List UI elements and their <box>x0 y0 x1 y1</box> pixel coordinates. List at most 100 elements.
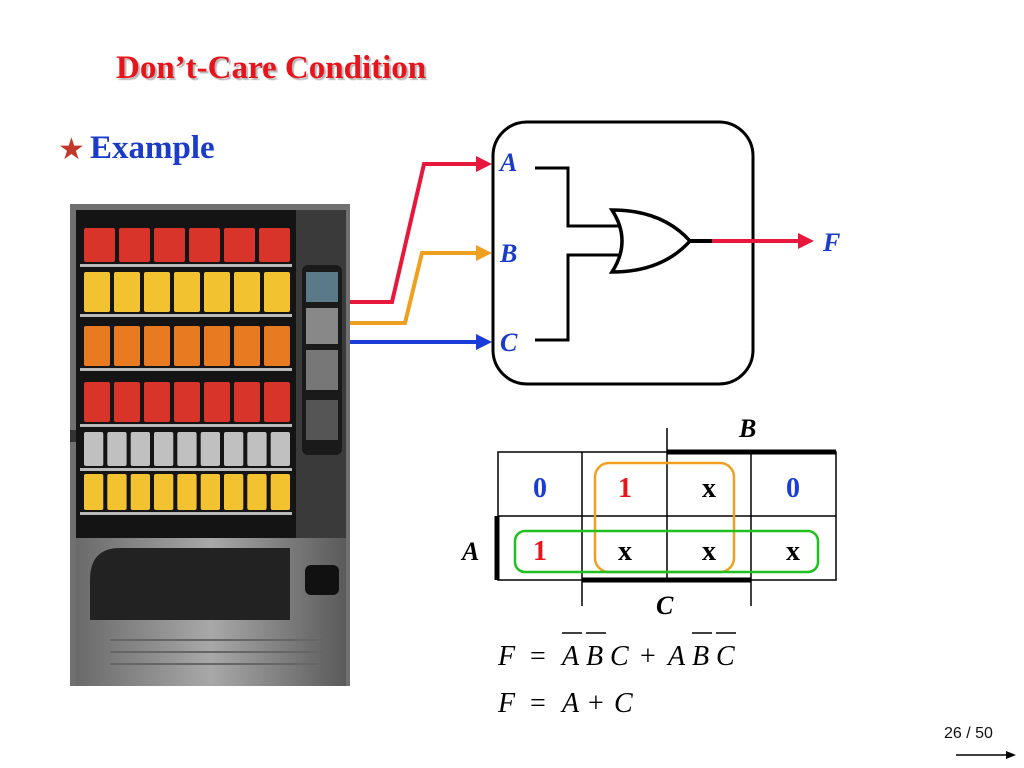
shelf-rail <box>80 368 292 371</box>
equation-1: F = A B C + A B C <box>497 632 736 672</box>
slide-title: Don’t-Care Condition <box>116 50 427 86</box>
snack-item <box>224 432 244 466</box>
snack-item <box>84 382 110 422</box>
kmap-cell-0-0: 0 <box>533 473 547 504</box>
vending-machine-image <box>70 204 350 686</box>
snack-shelves <box>80 228 292 515</box>
snack-item <box>144 382 170 422</box>
arrow-c-icon <box>476 334 492 350</box>
snack-item <box>174 382 200 422</box>
shelf-rail <box>80 264 292 267</box>
kmap-cell-1-3: x <box>786 536 800 567</box>
snack-item <box>247 432 267 466</box>
eq1-equals: = <box>530 641 546 672</box>
eq1-term2-b: B <box>692 641 709 672</box>
snack-item <box>84 272 110 312</box>
eq1-lhs: F <box>497 641 516 672</box>
snack-item <box>264 382 290 422</box>
shelf-rail <box>80 424 292 427</box>
kmap-cell-0-1: 1 <box>618 473 632 504</box>
equation-2: F = A + C <box>497 688 633 719</box>
snack-item <box>264 326 290 366</box>
snack-item <box>154 432 174 466</box>
snack-item <box>200 432 220 466</box>
eq1-plus: + <box>640 641 656 672</box>
snack-item <box>84 326 110 366</box>
snack-item <box>200 474 220 510</box>
snack-item <box>107 474 127 510</box>
wire-b <box>350 251 478 325</box>
output-arrow-icon <box>798 233 814 249</box>
snack-item <box>144 326 170 366</box>
input-label-c: C <box>500 328 518 357</box>
input-label-b: B <box>499 239 517 268</box>
next-arrow-icon[interactable] <box>1006 751 1016 759</box>
arrow-b-icon <box>476 245 492 261</box>
snack-item <box>189 228 220 262</box>
eq2-plus: + <box>588 688 604 719</box>
eq2-lhs: F <box>497 688 516 719</box>
snack-item <box>144 272 170 312</box>
page-number: 26 / 50 <box>944 725 993 742</box>
snack-item <box>130 432 150 466</box>
bullet-text: Example <box>90 130 215 166</box>
snack-item <box>234 272 260 312</box>
karnaugh-map: B A C 0 1 x 0 1 x x x <box>460 414 837 620</box>
snack-item <box>114 272 140 312</box>
snack-item <box>234 382 260 422</box>
snack-item <box>130 474 150 510</box>
eq2-term2: C <box>614 688 633 719</box>
eq1-term2-a: A <box>666 641 686 672</box>
snack-item <box>119 228 150 262</box>
snack-item <box>84 228 115 262</box>
eq2-term1: A <box>560 688 580 719</box>
output-label-f: F <box>822 228 840 257</box>
shelf-rail <box>80 314 292 317</box>
wire-a <box>350 162 478 304</box>
snack-item <box>270 474 290 510</box>
snack-item <box>154 474 174 510</box>
shelf-rail <box>80 512 292 515</box>
snack-item <box>224 474 244 510</box>
kmap-cell-1-1: x <box>618 536 632 567</box>
arrow-a-icon <box>476 156 492 172</box>
or-gate-icon <box>608 208 693 274</box>
snack-item <box>107 432 127 466</box>
snack-item <box>259 228 290 262</box>
snack-item <box>204 326 230 366</box>
snack-item <box>247 474 267 510</box>
eq1-term1-a: A <box>560 641 580 672</box>
snack-item <box>224 228 255 262</box>
snack-item <box>234 326 260 366</box>
kmap-label-b: B <box>738 414 756 443</box>
internal-wiring <box>535 166 621 342</box>
snack-item <box>177 432 197 466</box>
snack-item <box>270 432 290 466</box>
shelf-rail <box>80 468 292 471</box>
kmap-cell-1-0: 1 <box>533 536 547 567</box>
snack-item <box>84 432 104 466</box>
snack-item <box>174 272 200 312</box>
star-icon: ★ <box>58 133 85 166</box>
eq1-term1-c: C <box>610 641 629 672</box>
eq2-equals: = <box>530 688 546 719</box>
snack-item <box>204 272 230 312</box>
kmap-cell-1-2: x <box>702 536 716 567</box>
kmap-cell-0-3: 0 <box>786 473 800 504</box>
kmap-label-c: C <box>656 591 674 620</box>
kmap-cell-0-2: x <box>702 473 716 504</box>
snack-item <box>114 326 140 366</box>
snack-item <box>114 382 140 422</box>
eq1-term1-b: B <box>586 641 603 672</box>
eq1-term2-c: C <box>716 641 735 672</box>
snack-item <box>204 382 230 422</box>
snack-item <box>174 326 200 366</box>
input-label-a: A <box>498 148 517 177</box>
group-green <box>513 529 820 574</box>
snack-item <box>177 474 197 510</box>
snack-item <box>84 474 104 510</box>
kmap-label-a: A <box>460 537 479 566</box>
snack-item <box>264 272 290 312</box>
snack-item <box>154 228 185 262</box>
